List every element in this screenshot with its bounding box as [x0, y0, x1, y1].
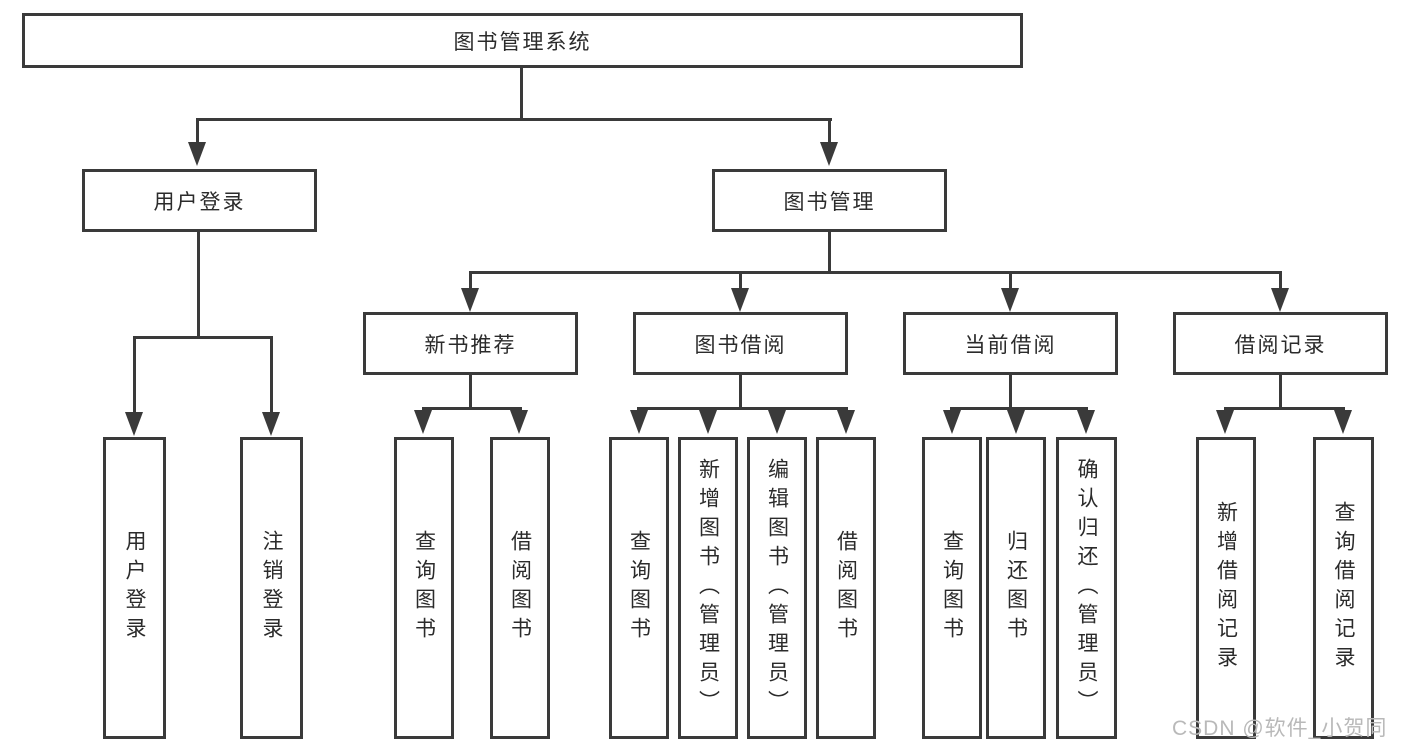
- arrow-down-icon: [731, 288, 749, 312]
- connector-line: [1009, 271, 1012, 291]
- csdn-watermark: CSDN @软件_小贺同学: [1172, 717, 1388, 740]
- arrow-down-icon: [510, 410, 528, 434]
- node-book-borrow: 图书借阅: [633, 312, 848, 375]
- arrow-down-icon: [1077, 410, 1095, 434]
- leaf-confirm-return-admin: 确认归还（管理员）: [1056, 437, 1117, 739]
- connector-line: [1009, 375, 1012, 410]
- connector-line: [469, 375, 472, 410]
- arrow-down-icon: [262, 412, 280, 436]
- connector-line: [270, 336, 273, 414]
- node-book-management: 图书管理: [712, 169, 947, 232]
- connector-line: [520, 68, 523, 120]
- arrow-down-icon: [125, 412, 143, 436]
- leaf-logout: 注销登录: [240, 437, 303, 739]
- node-current-borrow: 当前借阅: [903, 312, 1118, 375]
- arrow-down-icon: [188, 142, 206, 166]
- node-user-login: 用户登录: [82, 169, 317, 232]
- arrow-down-icon: [1334, 410, 1352, 434]
- connector-line: [828, 232, 831, 273]
- connector-line: [1224, 407, 1345, 410]
- connector-line: [1279, 271, 1282, 291]
- leaf-query-books-current: 查询图书: [922, 437, 982, 739]
- connector-line: [196, 118, 832, 121]
- arrow-down-icon: [630, 410, 648, 434]
- leaf-add-books-admin: 新增图书（管理员）: [678, 437, 738, 739]
- arrow-down-icon: [461, 288, 479, 312]
- arrow-down-icon: [1007, 410, 1025, 434]
- connector-line: [469, 271, 1282, 274]
- leaf-return-books: 归还图书: [986, 437, 1046, 739]
- leaf-query-books-borrow: 查询图书: [609, 437, 669, 739]
- connector-line: [1279, 375, 1282, 410]
- leaf-query-books-recommend: 查询图书: [394, 437, 454, 739]
- arrow-down-icon: [837, 410, 855, 434]
- connector-line: [739, 375, 742, 410]
- arrow-down-icon: [1271, 288, 1289, 312]
- connector-line: [197, 232, 200, 336]
- arrow-down-icon: [820, 142, 838, 166]
- node-new-book-recommend: 新书推荐: [363, 312, 578, 375]
- connector-line: [637, 407, 848, 410]
- arrow-down-icon: [943, 410, 961, 434]
- connector-line: [422, 407, 522, 410]
- leaf-add-borrow-record: 新增借阅记录: [1196, 437, 1256, 739]
- arrow-down-icon: [699, 410, 717, 434]
- connector-line: [133, 336, 136, 414]
- connector-line: [133, 336, 273, 339]
- leaf-edit-books-admin: 编辑图书（管理员）: [747, 437, 807, 739]
- arrow-down-icon: [414, 410, 432, 434]
- node-root: 图书管理系统: [22, 13, 1023, 68]
- connector-line: [828, 118, 831, 144]
- connector-line: [469, 271, 472, 291]
- node-borrow-record: 借阅记录: [1173, 312, 1388, 375]
- connector-line: [950, 407, 1088, 410]
- leaf-query-borrow-record: 查询借阅记录: [1313, 437, 1374, 739]
- arrow-down-icon: [1001, 288, 1019, 312]
- leaf-borrow-books: 借阅图书: [816, 437, 876, 739]
- arrow-down-icon: [768, 410, 786, 434]
- arrow-down-icon: [1216, 410, 1234, 434]
- connector-line: [196, 118, 199, 144]
- connector-line: [739, 271, 742, 291]
- leaf-borrow-books-recommend: 借阅图书: [490, 437, 550, 739]
- leaf-user-login: 用户登录: [103, 437, 166, 739]
